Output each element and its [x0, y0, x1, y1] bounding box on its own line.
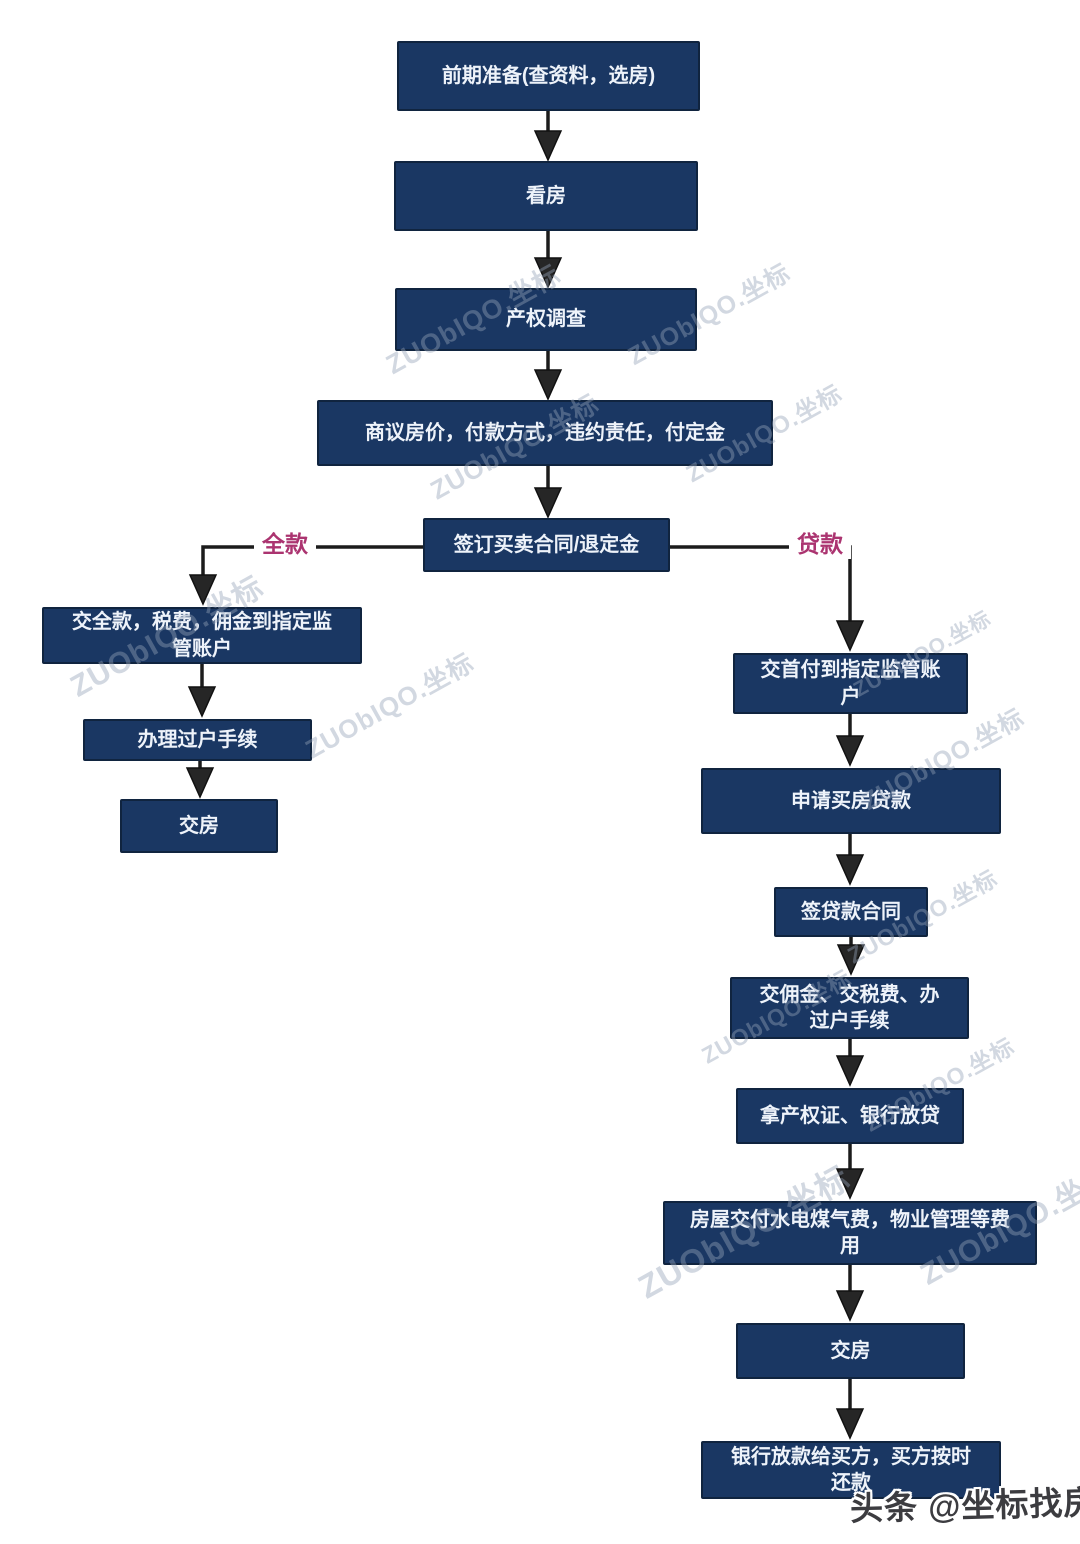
node-label: 产权调查 — [506, 308, 586, 331]
node-label: 办理过户手续 — [137, 728, 258, 751]
flow-node-sign-loan-contract: 签贷款合同 — [774, 887, 928, 937]
flow-node-transfer: 办理过户手续 — [83, 719, 312, 761]
flow-node-negotiate: 商议房价，付款方式，违约责任，付定金 — [317, 400, 773, 466]
node-label: 交房 — [179, 814, 219, 837]
arrow-branch-full-payment — [188, 545, 423, 606]
branch-label-loan: 贷款 — [789, 531, 851, 559]
flow-node-handover-left: 交房 — [120, 799, 278, 853]
flow-node-pay-downpayment: 交首付到指定监管账 户 — [733, 653, 968, 714]
flow-node-sign-contract: 签订买卖合同/退定金 — [423, 518, 670, 572]
node-label: 拿产权证、银行放贷 — [760, 1104, 940, 1127]
flow-node-title-search: 产权调查 — [395, 288, 697, 351]
flow-node-delivery-fees: 房屋交付水电煤气费，物业管理等费 用 — [663, 1201, 1037, 1265]
node-label: 银行放款给买方，买方按时 还款 — [731, 1445, 971, 1494]
byline-watermark: 头条 @坐标找房 — [849, 1483, 1080, 1528]
flow-node-pay-full: 交全款，税费，佣金到指定监 管账户 — [42, 607, 362, 664]
node-label: 交房 — [830, 1339, 871, 1362]
branch-label-full-payment: 全款 — [254, 531, 316, 559]
flow-node-bank-disburse-repay: 银行放款给买方，买方按时 还款 — [701, 1441, 1001, 1499]
node-label: 交首付到指定监管账 户 — [760, 659, 941, 708]
flow-node-view-house: 看房 — [394, 161, 698, 231]
node-label: 签订买卖合同/退定金 — [453, 533, 640, 556]
node-label: 交佣金、交税费、办 过户手续 — [759, 983, 940, 1032]
arrow-branch-loan — [670, 545, 865, 652]
node-label: 交全款，税费，佣金到指定监 管账户 — [72, 611, 332, 660]
node-label: 看房 — [526, 184, 566, 207]
node-label: 商议房价，付款方式，违约责任，付定金 — [365, 421, 725, 444]
flow-node-handover-right: 交房 — [736, 1323, 965, 1379]
node-label: 前期准备(查资料，选房) — [441, 64, 656, 87]
flow-node-fees-and-transfer: 交佣金、交税费、办 过户手续 — [730, 977, 969, 1039]
flow-node-prep: 前期准备(查资料，选房) — [397, 41, 700, 111]
flow-node-apply-loan: 申请买房贷款 — [701, 768, 1001, 834]
node-label: 房屋交付水电煤气费，物业管理等费 用 — [690, 1208, 1010, 1257]
flow-node-cert-and-lending: 拿产权证、银行放贷 — [736, 1088, 964, 1144]
node-label: 签贷款合同 — [801, 900, 901, 923]
node-label: 申请买房贷款 — [791, 789, 911, 812]
